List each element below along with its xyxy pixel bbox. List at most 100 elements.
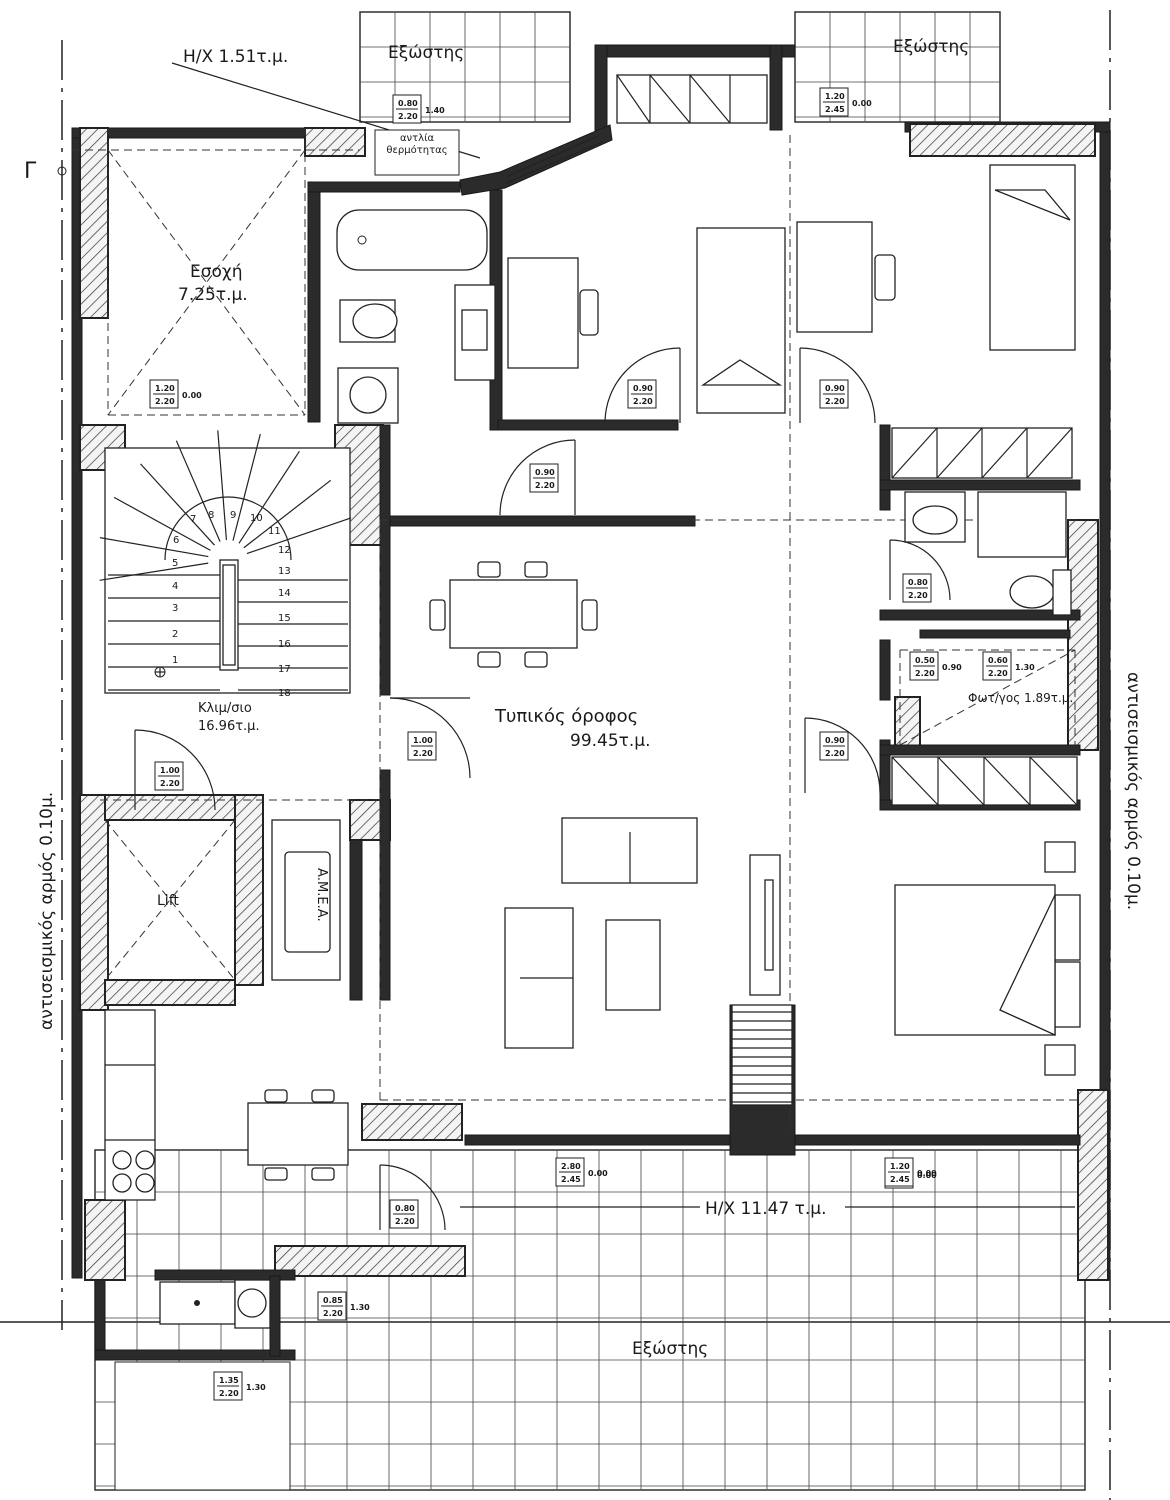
floor-label: Τυπικός όροφος [494, 706, 638, 727]
opening-height: 2.20 [988, 669, 1008, 678]
stair-step-number: 10 [250, 513, 263, 524]
stair-step-number: 7 [190, 514, 196, 525]
opening-height: 2.20 [398, 112, 418, 121]
columns [79, 123, 1109, 1281]
stair-step-number: 2 [172, 629, 178, 640]
opening-tag: 1.00 2.20 [407, 731, 437, 761]
opening-tag: 0.802.20 [389, 1199, 419, 1229]
stair-step-number: 8 [208, 510, 214, 521]
hx-top-label: Η/Χ 1.51τ.μ. [183, 47, 288, 67]
stair-step-number: 16 [278, 639, 291, 650]
opening-tag: 1.35 2.20 1.30 [213, 1371, 266, 1401]
opening-sill: 1.40 [425, 106, 445, 115]
opening-width: 0.90 [825, 384, 845, 393]
opening-height: 2.45 [561, 1175, 581, 1184]
stair-step-number: 17 [278, 664, 291, 675]
opening-tag: 0.60 2.20 1.30 [982, 651, 1035, 681]
opening-sill: 1.30 [1015, 663, 1035, 672]
opening-width: 0.50 [915, 656, 935, 665]
stair-step-number: 3 [172, 603, 178, 614]
opening-tag: 0.80 2.20 1.40 [392, 94, 445, 124]
balcony-top-right [794, 11, 1001, 123]
opening-sill: 0.00 [588, 1169, 608, 1178]
bedroom-1-furniture [507, 74, 786, 414]
doors [134, 347, 951, 1231]
opening-sill: 0.00 [917, 1171, 937, 1180]
opening-tags: 0.802.201.401.202.450.001.202.450.001.20… [149, 87, 1035, 1401]
opening-sill: 0.90 [942, 663, 962, 672]
opening-height: 2.45 [825, 105, 845, 114]
opening-sill: 0.00 [182, 391, 202, 400]
balcony-top-left [359, 11, 571, 123]
opening-width: 0.90 [825, 736, 845, 745]
floor-area: 99.45τ.μ. [570, 731, 651, 751]
niche-label: Εσοχή [190, 262, 243, 282]
opening-tag: 0.85 2.20 1.30 [317, 1291, 370, 1321]
balcony-top-left-label: Εξώστης [388, 43, 464, 63]
opening-width: 0.60 [988, 656, 1008, 665]
opening-width: 1.20 [155, 384, 175, 393]
bathroom-fixtures [336, 209, 496, 424]
opening-tag: 0.50 2.20 0.90 [909, 651, 962, 681]
opening-width: 1.00 [413, 736, 433, 745]
opening-sill: 1.30 [350, 1303, 370, 1312]
opening-height: 2.20 [825, 397, 845, 406]
stair-step-number: 14 [278, 588, 291, 599]
en-suite-fixtures [904, 491, 1072, 616]
stair-step-number: 11 [268, 526, 281, 537]
opening-height: 2.20 [633, 397, 653, 406]
opening-width: 1.20 [825, 92, 845, 101]
opening-tag: 1.202.200.00 [149, 379, 202, 409]
opening-height: 2.20 [908, 591, 928, 600]
bedroom-2-furniture [796, 164, 1076, 479]
balcony-top-right-label: Εξώστης [893, 37, 969, 57]
opening-height: 2.20 [323, 1309, 343, 1318]
opening-width: 0.80 [398, 99, 418, 108]
stair-step-number: 18 [278, 688, 291, 699]
opening-tag: 1.202.450.00 [884, 1157, 937, 1187]
axis-marker: Γ [24, 159, 37, 184]
living-furniture [429, 561, 793, 1106]
stair-area: 16.96τ.μ. [198, 719, 260, 734]
niche-area: 7.25τ.μ. [178, 285, 248, 305]
amea-lift [271, 819, 341, 981]
stair-step-number: 13 [278, 566, 291, 577]
opening-width: 0.90 [535, 468, 555, 477]
opening-sill: 1.30 [246, 1383, 266, 1392]
opening-tag: 0.90 2.20 [819, 379, 849, 409]
opening-width: 1.35 [219, 1376, 239, 1385]
opening-sill: 0.00 [917, 1169, 937, 1178]
interior-walls [154, 181, 1081, 1357]
lift-label: Lift [157, 893, 179, 909]
opening-height: 2.20 [413, 749, 433, 758]
opening-sill: 0.00 [852, 99, 872, 108]
opening-height: 2.20 [395, 1217, 415, 1226]
opening-tag: 0.90 2.20 [819, 731, 849, 761]
opening-width: 2.80 [561, 1162, 581, 1171]
opening-width: 0.90 [633, 384, 653, 393]
master-bedroom-furniture [891, 756, 1081, 1076]
stair-step-number: 12 [278, 545, 291, 556]
stair-step-number: 15 [278, 613, 291, 624]
opening-width: 0.80 [908, 578, 928, 587]
opening-tag: 2.80 2.45 0.00 [555, 1157, 608, 1187]
opening-tag: 0.80 2.20 [902, 573, 932, 603]
construction-lines [72, 62, 1080, 1208]
heat-pump-label: αντλία θερμότητας [386, 133, 448, 156]
stair-step-number: 1 [172, 655, 178, 666]
opening-height: 2.20 [915, 669, 935, 678]
seismic-joint-left: αντισεισμικός αρμός 0.10μ. [37, 792, 57, 1030]
stair-step-number: 9 [230, 510, 236, 521]
kitchen-furniture [104, 1009, 349, 1329]
opening-width: 1.20 [890, 1162, 910, 1171]
opening-tag: 1.20 2.45 0.00 [819, 87, 872, 117]
balcony-bottom-label: Εξώστης [632, 1339, 708, 1359]
stair-step-number: 5 [172, 558, 178, 569]
stair-step-number: 4 [172, 581, 178, 592]
opening-width: 1.00 [160, 766, 180, 775]
opening-width: 0.85 [323, 1296, 343, 1305]
opening-height: 2.20 [825, 749, 845, 758]
stair-step-number: 6 [173, 535, 179, 546]
opening-height: 2.20 [219, 1389, 239, 1398]
